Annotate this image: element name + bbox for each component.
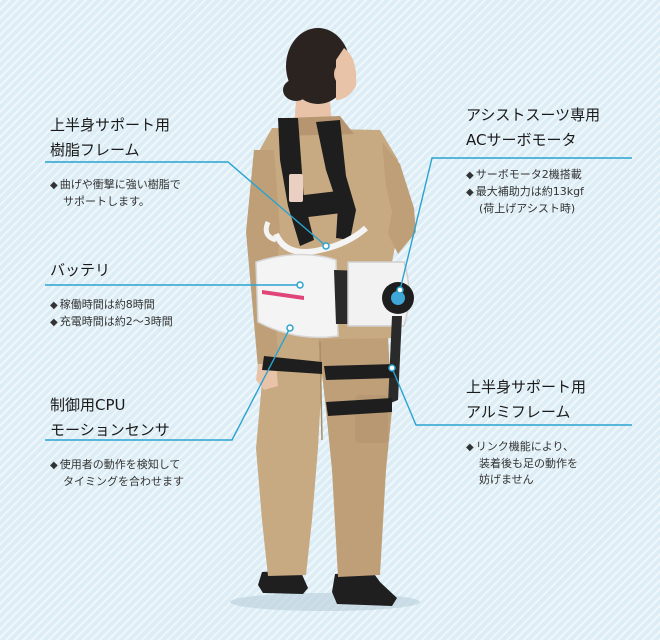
resin-frame-hook: [263, 221, 277, 243]
left-leg: [256, 338, 324, 576]
bullet-continuation: サポートします。: [63, 195, 150, 208]
servo-indicator: [391, 291, 405, 305]
leader-frame: [45, 161, 327, 247]
callout-title-line: アシストスーツ専用: [466, 106, 601, 124]
bullet-line: 充電時間は約2～3時間: [50, 314, 173, 331]
bullet-line: 曲げや衝撃に強い樹脂で: [50, 177, 181, 194]
leader-dot-frame: [322, 242, 330, 250]
callout-title-line: モーションセンサ: [50, 421, 170, 439]
hair-bun: [283, 79, 309, 101]
callout-bullets: サーボモータ2機搭載 最大補助力は約13kgf (荷上げアシスト時): [466, 167, 600, 217]
bullet-continuation: 装着後も足の動作を: [479, 457, 578, 470]
callout-servo-motor: アシストスーツ専用 ACサーボモータ サーボモータ2機搭載 最大補助力は約13k…: [466, 103, 600, 217]
leader-dots: [286, 242, 404, 372]
leader-lines: [45, 157, 632, 441]
callout-title: 制御用CPU モーションセンサ: [50, 393, 184, 443]
callout-title-line: 上半身サポート用: [50, 116, 171, 134]
chest-strap: [296, 190, 350, 218]
leader-motor: [399, 157, 632, 291]
bullet-continuation: 妨げません: [479, 473, 534, 486]
leader-cpu: [45, 327, 291, 441]
right-shoe: [332, 571, 397, 606]
bullet-line: リンク機能により、: [466, 439, 586, 456]
callout-bullets: 稼働時間は約8時間 充電時間は約2～3時間: [50, 297, 173, 331]
battery-accent: [262, 290, 304, 300]
thigh-strap-left: [262, 356, 322, 374]
callout-title-line: バッテリ: [50, 261, 111, 279]
bullet-line: 最大補助力は約13kgf: [466, 184, 600, 201]
callout-bullets: 曲げや衝撃に強い樹脂で サポートします。: [50, 177, 181, 210]
callout-resin-frame: 上半身サポート用 樹脂フレーム 曲げや衝撃に強い樹脂で サポートします。: [50, 113, 181, 210]
callout-title: 上半身サポート用 アルミフレーム: [466, 375, 586, 425]
callout-title-line: 樹脂フレーム: [50, 141, 140, 159]
bullet-line: サーボモータ2機搭載: [466, 167, 600, 184]
right-arm: [382, 142, 416, 254]
callout-battery: バッテリ 稼働時間は約8時間 充電時間は約2～3時間: [50, 258, 173, 331]
callout-title: アシストスーツ専用 ACサーボモータ: [466, 103, 600, 153]
person: [246, 28, 416, 606]
callout-bullets: 使用者の動作を検知して タイミングを合わせます: [50, 457, 184, 490]
leader-dot-cpu: [286, 324, 294, 332]
leg-seam: [319, 341, 323, 441]
leader-dot-alu: [388, 364, 396, 372]
bullet-continuation: タイミングを合わせます: [63, 475, 184, 488]
callout-aluminum-frame: 上半身サポート用 アルミフレーム リンク機能により、 装着後も足の動作を 妨げま…: [466, 375, 586, 488]
callout-title: 上半身サポート用 樹脂フレーム: [50, 113, 181, 163]
knee-strap: [326, 398, 392, 416]
callout-cpu-sensor: 制御用CPU モーションセンサ 使用者の動作を検知して タイミングを合わせます: [50, 393, 184, 490]
callout-title-line: 制御用CPU: [50, 396, 126, 414]
thigh-strap-right: [324, 364, 396, 380]
callout-bullets: リンク機能により、 装着後も足の動作を 妨げません: [466, 439, 586, 488]
resin-frame: [273, 225, 368, 255]
callout-title-line: ACサーボモータ: [466, 131, 577, 149]
callout-title-line: 上半身サポート用: [466, 378, 587, 396]
leader-dot-motor: [396, 286, 404, 294]
bullet-continuation: (荷上げアシスト時): [479, 202, 576, 215]
callout-title: バッテリ: [50, 258, 173, 283]
face: [336, 48, 357, 100]
bullet-line: 使用者の動作を検知して: [50, 457, 184, 474]
leader-alu: [391, 367, 632, 426]
callout-title-line: アルミフレーム: [466, 403, 571, 421]
leader-dot-battery: [296, 281, 304, 289]
bullet-line: 稼働時間は約8時間: [50, 297, 173, 314]
strap-buckle: [289, 174, 303, 202]
left-shoe: [258, 570, 308, 594]
